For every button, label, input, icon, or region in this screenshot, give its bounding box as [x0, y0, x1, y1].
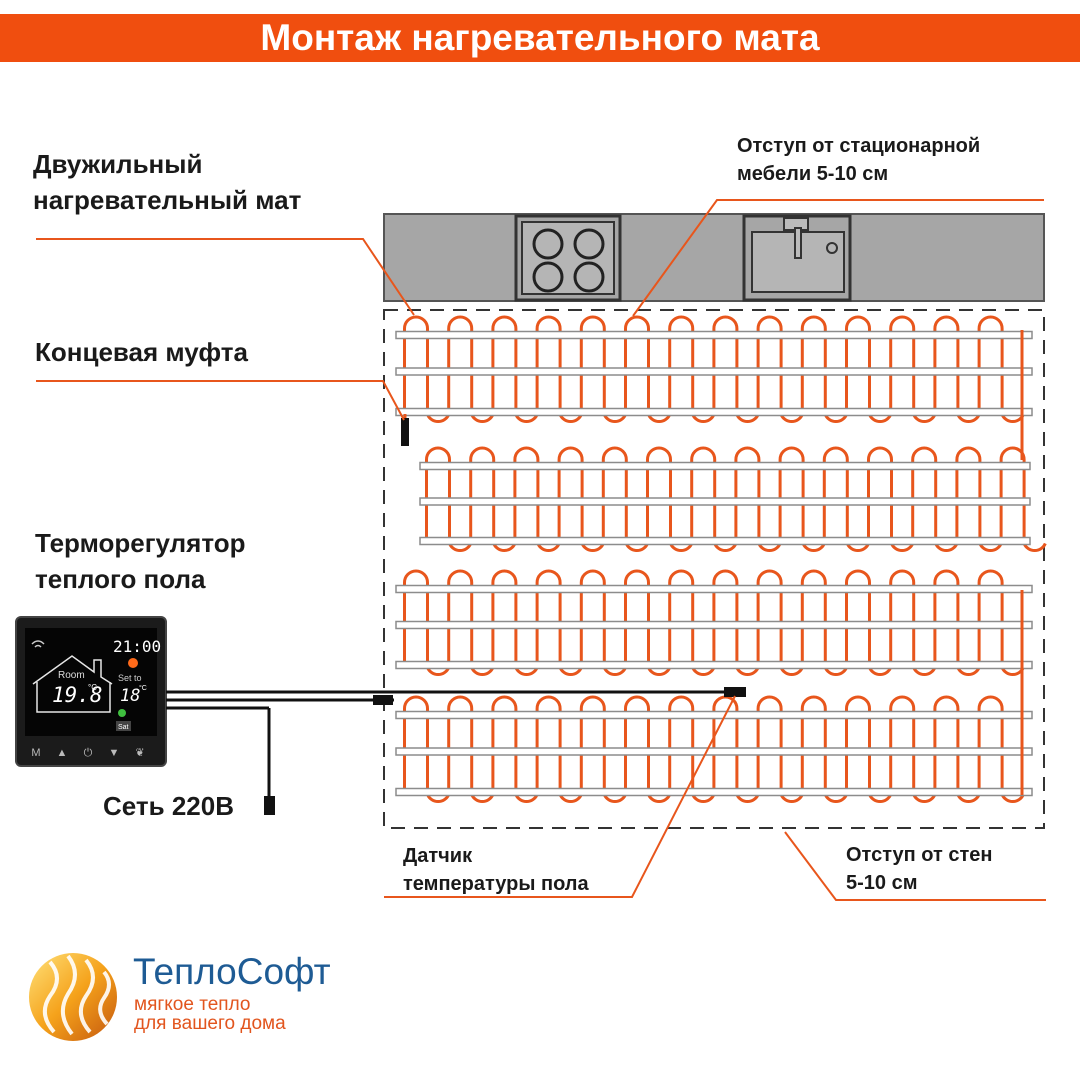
callout-lines [36, 199, 1046, 901]
mat-label: Двужильный нагревательный мат [33, 146, 301, 218]
page-title: Монтаж нагревательного мата [260, 17, 820, 58]
leaf-icon [118, 709, 126, 717]
floor-boundary [383, 309, 1045, 829]
sensor-label-line1: Датчик [403, 845, 473, 867]
room-label: Room [58, 670, 85, 681]
mesh-strip [395, 710, 1033, 720]
heating-mat [395, 315, 1047, 804]
room-temperature: 19.8 [52, 683, 103, 707]
mode-badge: Sat [118, 724, 129, 731]
brand-tagline: мягкое тепло для вашего дома [134, 995, 286, 1033]
mesh-strip [419, 461, 1031, 471]
mat-label-line1: Двужильный [33, 149, 203, 179]
set-temperature: 18 [120, 686, 140, 706]
teplosoft-logo-icon [29, 953, 117, 1041]
title-banner: Монтаж нагревательного мата [0, 14, 1080, 62]
mesh-strip [395, 747, 1033, 756]
thermostat-button[interactable]: ⏻ [84, 747, 93, 759]
brand-tagline-line1: мягкое тепло [134, 994, 251, 1015]
mesh-strip [395, 584, 1033, 594]
walls-offset-line1: Отступ от стен [846, 844, 993, 866]
mat-label-line2: нагревательный мат [33, 185, 302, 215]
thermostat-button[interactable]: ❦ [135, 747, 144, 759]
mesh-strip [395, 407, 1033, 417]
mesh-strip [395, 787, 1033, 797]
thermostat-label-line2: теплого пола [35, 564, 206, 594]
walls-offset-line2: 5-10 см [846, 872, 918, 894]
cable-connector [373, 695, 393, 705]
thermostat-button[interactable]: ▼ [109, 747, 120, 759]
sensor-label: Датчик температуры пола [403, 842, 589, 898]
wifi-icon [31, 640, 45, 648]
end-coupling [401, 418, 409, 446]
thermostat-buttons: M ▲ ⏻ ▼ ❦ [31, 747, 144, 759]
sink-icon [742, 214, 852, 302]
thermostat-wiring [166, 687, 746, 815]
heating-cable-run-1 [403, 315, 1025, 424]
heating-cable-run-2 [425, 446, 1047, 553]
thermostat-label-line1: Терморегулятор [35, 528, 246, 558]
set-label: Set to [118, 673, 142, 683]
brand-tagline-line2: для вашего дома [134, 1013, 286, 1034]
furniture-offset-line1: Отступ от стационарной [737, 135, 981, 157]
walls-offset-label: Отступ от стен 5-10 см [846, 841, 992, 897]
end-coupling-label: Концевая муфта [35, 337, 249, 367]
furniture-offset-label: Отступ от стационарной мебели 5-10 см [737, 132, 980, 188]
brand-name: ТеплоСофт [133, 951, 331, 992]
thermostat-label: Терморегулятор теплого пола [35, 525, 246, 597]
thermostat-button[interactable]: ▲ [57, 747, 68, 759]
mesh-strip [419, 536, 1031, 546]
thermostat: 21:00 Room 19.8 °C Set to 18 °C Sat M ▲ ⏻ ▼… [15, 616, 167, 767]
heat-indicator-icon [128, 658, 138, 668]
sensor-label-line2: температуры пола [403, 873, 589, 895]
furniture-offset-line2: мебели 5-10 см [737, 163, 889, 185]
mesh-strip [395, 330, 1033, 340]
thermostat-time: 21:00 [113, 637, 161, 656]
mains-plug [264, 796, 275, 815]
mains-label: Сеть 220В [103, 791, 234, 821]
set-unit: °C [139, 684, 147, 692]
mesh-strip [395, 620, 1033, 630]
cooktop-icon [514, 214, 622, 302]
thermostat-button[interactable]: M [31, 747, 40, 759]
heating-cable-run-3 [403, 569, 1025, 677]
mesh-strip [395, 367, 1033, 376]
mesh-strip [395, 660, 1033, 670]
heating-cable-run-4 [403, 695, 1025, 804]
room-unit: °C [88, 683, 97, 692]
house-icon [32, 655, 113, 713]
mesh-strip [419, 497, 1031, 506]
kitchen-counter [383, 213, 1045, 302]
floor-sensor [724, 687, 746, 697]
